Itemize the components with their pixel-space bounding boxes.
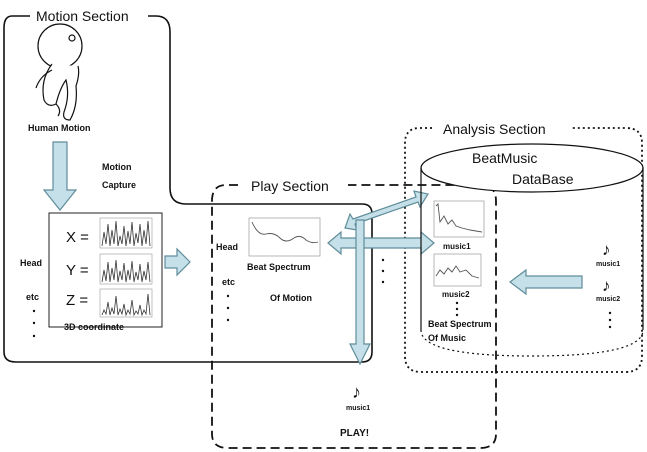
compare-double-arrow: [327, 230, 435, 256]
motion-capture-label-2: Capture: [102, 180, 136, 190]
x-label: X =: [66, 229, 89, 246]
play-output-arrow: [349, 219, 371, 366]
motion-section-title: Motion Section: [36, 8, 129, 24]
play-section-title: Play Section: [251, 178, 329, 194]
db-note1-label: music1: [596, 261, 620, 268]
play-ellipsis-dots: [226, 294, 230, 322]
motion-section-border: [3, 15, 373, 363]
thumb2-label: music2: [442, 290, 470, 299]
thumb1-label: music1: [443, 242, 471, 251]
coordinate-to-play-arrow: [164, 247, 191, 277]
play-head-label: Head: [216, 242, 238, 252]
database-label-2: DataBase: [512, 171, 574, 187]
x-signal-plot: [99, 217, 153, 249]
z-signal-plot: [99, 288, 153, 318]
play-spectrum-label-1: Beat Spectrum: [247, 262, 311, 272]
music-note-icon: ♪: [352, 382, 361, 402]
analysis-ellipsis-dots: [455, 301, 459, 317]
database-label-1: BeatMusic: [472, 150, 537, 166]
music-note-icon: ♪: [602, 276, 611, 295]
human-figure-icon: [35, 23, 83, 121]
play-etc-label: etc: [222, 277, 235, 287]
database-cylinder: [420, 143, 644, 357]
motion-ellipsis-dots: [32, 309, 36, 338]
capture-arrow-down: [42, 141, 78, 211]
analysis-spectrum-label-2: Of Music: [428, 333, 466, 343]
play-spectrum-label-2: Of Motion: [270, 293, 312, 303]
play-note-label: music1: [346, 405, 370, 412]
motion-beat-spectrum-plot: [248, 217, 321, 257]
motion-etc-label: etc: [26, 292, 39, 302]
db-note2-label: music2: [596, 296, 620, 303]
play-label: PLAY!: [340, 428, 369, 439]
motion-head-label: Head: [20, 258, 42, 268]
human-motion-label: Human Motion: [28, 123, 91, 133]
middle-ellipsis-dots: [381, 258, 385, 284]
motion-capture-label-1: Motion: [102, 162, 132, 172]
y-label: Y =: [66, 262, 89, 279]
y-signal-plot: [99, 253, 153, 285]
music2-spectrum-plot: [433, 253, 482, 287]
analysis-section-title: Analysis Section: [443, 121, 546, 137]
analysis-section-border: [404, 127, 643, 373]
coordinate-label: 3D coordinate: [64, 322, 124, 332]
music-note-icon: ♪: [602, 240, 611, 259]
z-label: Z =: [66, 292, 88, 309]
analysis-spectrum-label-1: Beat Spectrum: [428, 319, 492, 329]
music1-spectrum-plot: [433, 200, 485, 238]
db-ellipsis-dots: [608, 311, 612, 329]
music-to-spectrum-arrow: [509, 268, 583, 296]
